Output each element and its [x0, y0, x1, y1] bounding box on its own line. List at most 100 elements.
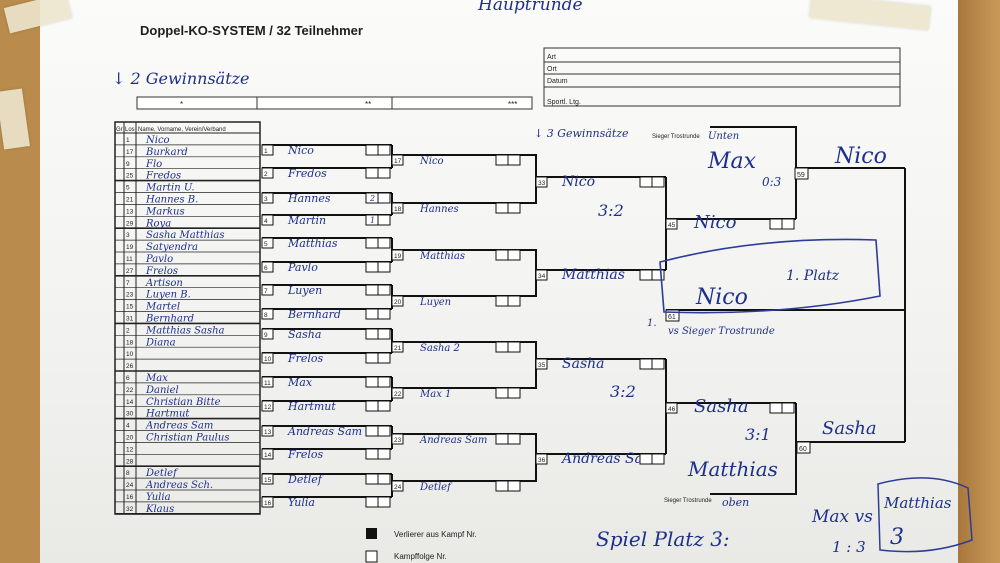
- info-box: Art Ort Datum Sportl. Ltg.: [543, 47, 901, 107]
- bracket-slot-name: Matthias: [287, 237, 338, 250]
- table-row: 20 Christian Paulus: [115, 433, 260, 444]
- max-vs-number: 1 : 3: [832, 538, 866, 556]
- bracket-slot-number: 34: [538, 273, 546, 280]
- table-row-name: Nico: [145, 135, 170, 146]
- top-handwritten-note: Hauptrunde: [477, 0, 583, 15]
- legend-order: Kampffolge Nr.: [394, 552, 447, 561]
- table-row-name: Bernhard: [145, 314, 194, 325]
- table-row-los: 4: [126, 423, 130, 430]
- one-marker: 1.: [647, 318, 657, 329]
- wood-background-right: [958, 0, 1000, 563]
- bracket-slot-name: Andreas Sam: [419, 435, 487, 446]
- bracket-slot-name: Nico: [693, 212, 737, 233]
- table-row-los: 31: [126, 316, 134, 323]
- score-upper: 3:2: [598, 201, 624, 220]
- bracket-slot: 45 Nico: [665, 212, 796, 233]
- bracket-slot-number: 16: [264, 500, 272, 507]
- table-row: 28: [115, 458, 260, 468]
- bracket-slot-number: 6: [264, 265, 268, 272]
- bracket-sheet: [40, 0, 958, 563]
- bracket-connector: [522, 433, 537, 482]
- bracket-slot-number: 7: [264, 288, 268, 295]
- table-row-los: 28: [126, 458, 134, 465]
- sieger-reference: vs Sieger Trostrunde: [668, 326, 775, 337]
- bracket-slot-name: Andreas Sam: [287, 425, 362, 438]
- bracket-connector: [710, 403, 797, 495]
- bracket-slot-number: 19: [394, 253, 402, 260]
- bracket-slot-name: Max: [287, 376, 313, 389]
- table-row-name: Christian Paulus: [146, 433, 229, 444]
- bracket-slot-number: 13: [264, 429, 272, 436]
- info-label-art: Art: [547, 54, 556, 61]
- table-row-los: 25: [126, 173, 134, 180]
- bracket-slot-name: Sasha: [694, 396, 749, 417]
- bracket-slot-name: Fredos: [287, 167, 327, 180]
- bracket-slot-number: 9: [264, 332, 268, 339]
- table-row-los: 23: [126, 292, 134, 299]
- table-row-name: Hannes B.: [145, 195, 198, 206]
- final-59-name: Nico: [834, 144, 887, 169]
- table-row-los: 10: [126, 351, 134, 358]
- bracket-slot: 9 Sasha: [261, 328, 392, 341]
- bracket-slot-name: Luyen: [287, 284, 322, 297]
- bracket-slot-number: 14: [264, 452, 272, 459]
- bracket-slot-number: 18: [394, 206, 402, 213]
- bracket-slot-name: Sasha: [288, 328, 321, 341]
- bracket-connector: [710, 126, 797, 219]
- table-row-name: Sasha Matthias: [146, 230, 225, 241]
- place-61-number: 61: [668, 314, 676, 321]
- table-row-los: 26: [126, 363, 134, 370]
- table-row: 31 Bernhard: [115, 314, 260, 325]
- table-row-los: 22: [126, 387, 134, 394]
- max-upper: Max: [707, 149, 757, 174]
- table-row-name: Pavlo: [145, 254, 173, 265]
- seed-mark-2: **: [365, 100, 371, 109]
- table-row: 10: [115, 351, 260, 360]
- table-row: 23 Luyen B.: [115, 290, 260, 301]
- table-row: 26: [115, 363, 260, 372]
- table-row-name: Burkard: [145, 147, 188, 158]
- table-row-los: 20: [126, 435, 134, 442]
- legend: Verlierer aus Kampf Nr. Kampffolge Nr.: [365, 528, 477, 563]
- table-row-name: Frelos: [145, 266, 178, 277]
- table-row-name: Luyen B.: [145, 290, 191, 301]
- table-row-name: Martin U.: [145, 183, 195, 194]
- table-row-name: Andreas Sch.: [145, 480, 213, 491]
- bracket-slot-name: Sasha 2: [420, 343, 460, 354]
- table-row-name: Yulia: [146, 492, 171, 503]
- info-label-sportl: Sportl. Ltg.: [547, 99, 581, 106]
- final-59: 59 Nico: [794, 144, 905, 180]
- bracket-slot-number: 12: [264, 404, 272, 411]
- table-header-name: Name, Vorname, Verein/Verband: [138, 127, 226, 133]
- table-row-los: 3: [126, 232, 130, 239]
- sieger-trostrunde-top: Sieger Trostrunde: [652, 134, 700, 140]
- bracket-slot-name: Luyen: [419, 297, 451, 308]
- table-row-name: Christian Bitte: [146, 397, 221, 408]
- bracket-slot-number: 22: [394, 391, 402, 398]
- bracket-slot-number: 20: [394, 299, 402, 306]
- bracket-slot-name: Nico: [287, 144, 314, 157]
- bracket-slot-number: 45: [668, 222, 676, 229]
